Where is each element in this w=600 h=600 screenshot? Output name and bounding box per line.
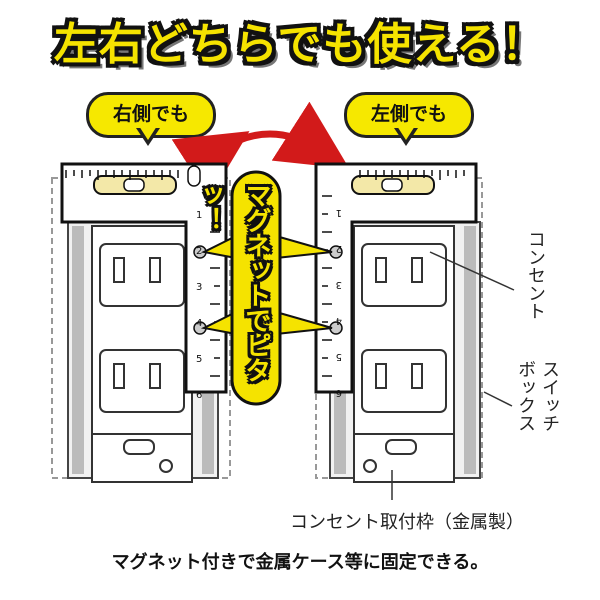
- label-outlet-frame: コンセント取付枠（金属製）: [290, 512, 524, 533]
- ruler-left-number: 5: [196, 354, 202, 365]
- ruler-right-number: 3: [336, 279, 342, 290]
- label-switch-box-col1: スイッチ: [539, 360, 560, 432]
- ruler-right-number: 4: [336, 315, 342, 326]
- ruler-right: [314, 162, 478, 394]
- ruler-left-number: 1: [196, 210, 202, 221]
- caption: マグネット付きで金属ケース等に固定できる。: [111, 552, 489, 573]
- magnet-banner: [230, 170, 282, 406]
- outlet-frame-left: [91, 433, 193, 483]
- headline: 左右どちらでも使える！: [53, 19, 547, 70]
- outlet-frame-right: [353, 433, 455, 483]
- outlet-right: [353, 225, 455, 435]
- ruler-right-number: 5: [336, 351, 342, 362]
- label-switch-box-col2: ボックス: [515, 360, 536, 432]
- ruler-left: [60, 162, 228, 394]
- ruler-left-number: 3: [196, 282, 202, 293]
- leader-lines: [391, 251, 515, 500]
- ruler-right-number: 2: [336, 243, 342, 254]
- ruler-left-number: 2: [196, 246, 202, 257]
- ruler-left-number: 6: [196, 390, 202, 401]
- label-outlet: コンセント: [525, 230, 546, 320]
- magnet-callout: マグネットでピタッ！: [193, 182, 271, 382]
- ruler-right-number: 6: [336, 387, 342, 398]
- ruler-left-number: 4: [196, 318, 202, 329]
- double-arrow-icon: [171, 101, 350, 199]
- outlet-left: [91, 225, 193, 435]
- ruler-right-number: 1: [336, 207, 342, 218]
